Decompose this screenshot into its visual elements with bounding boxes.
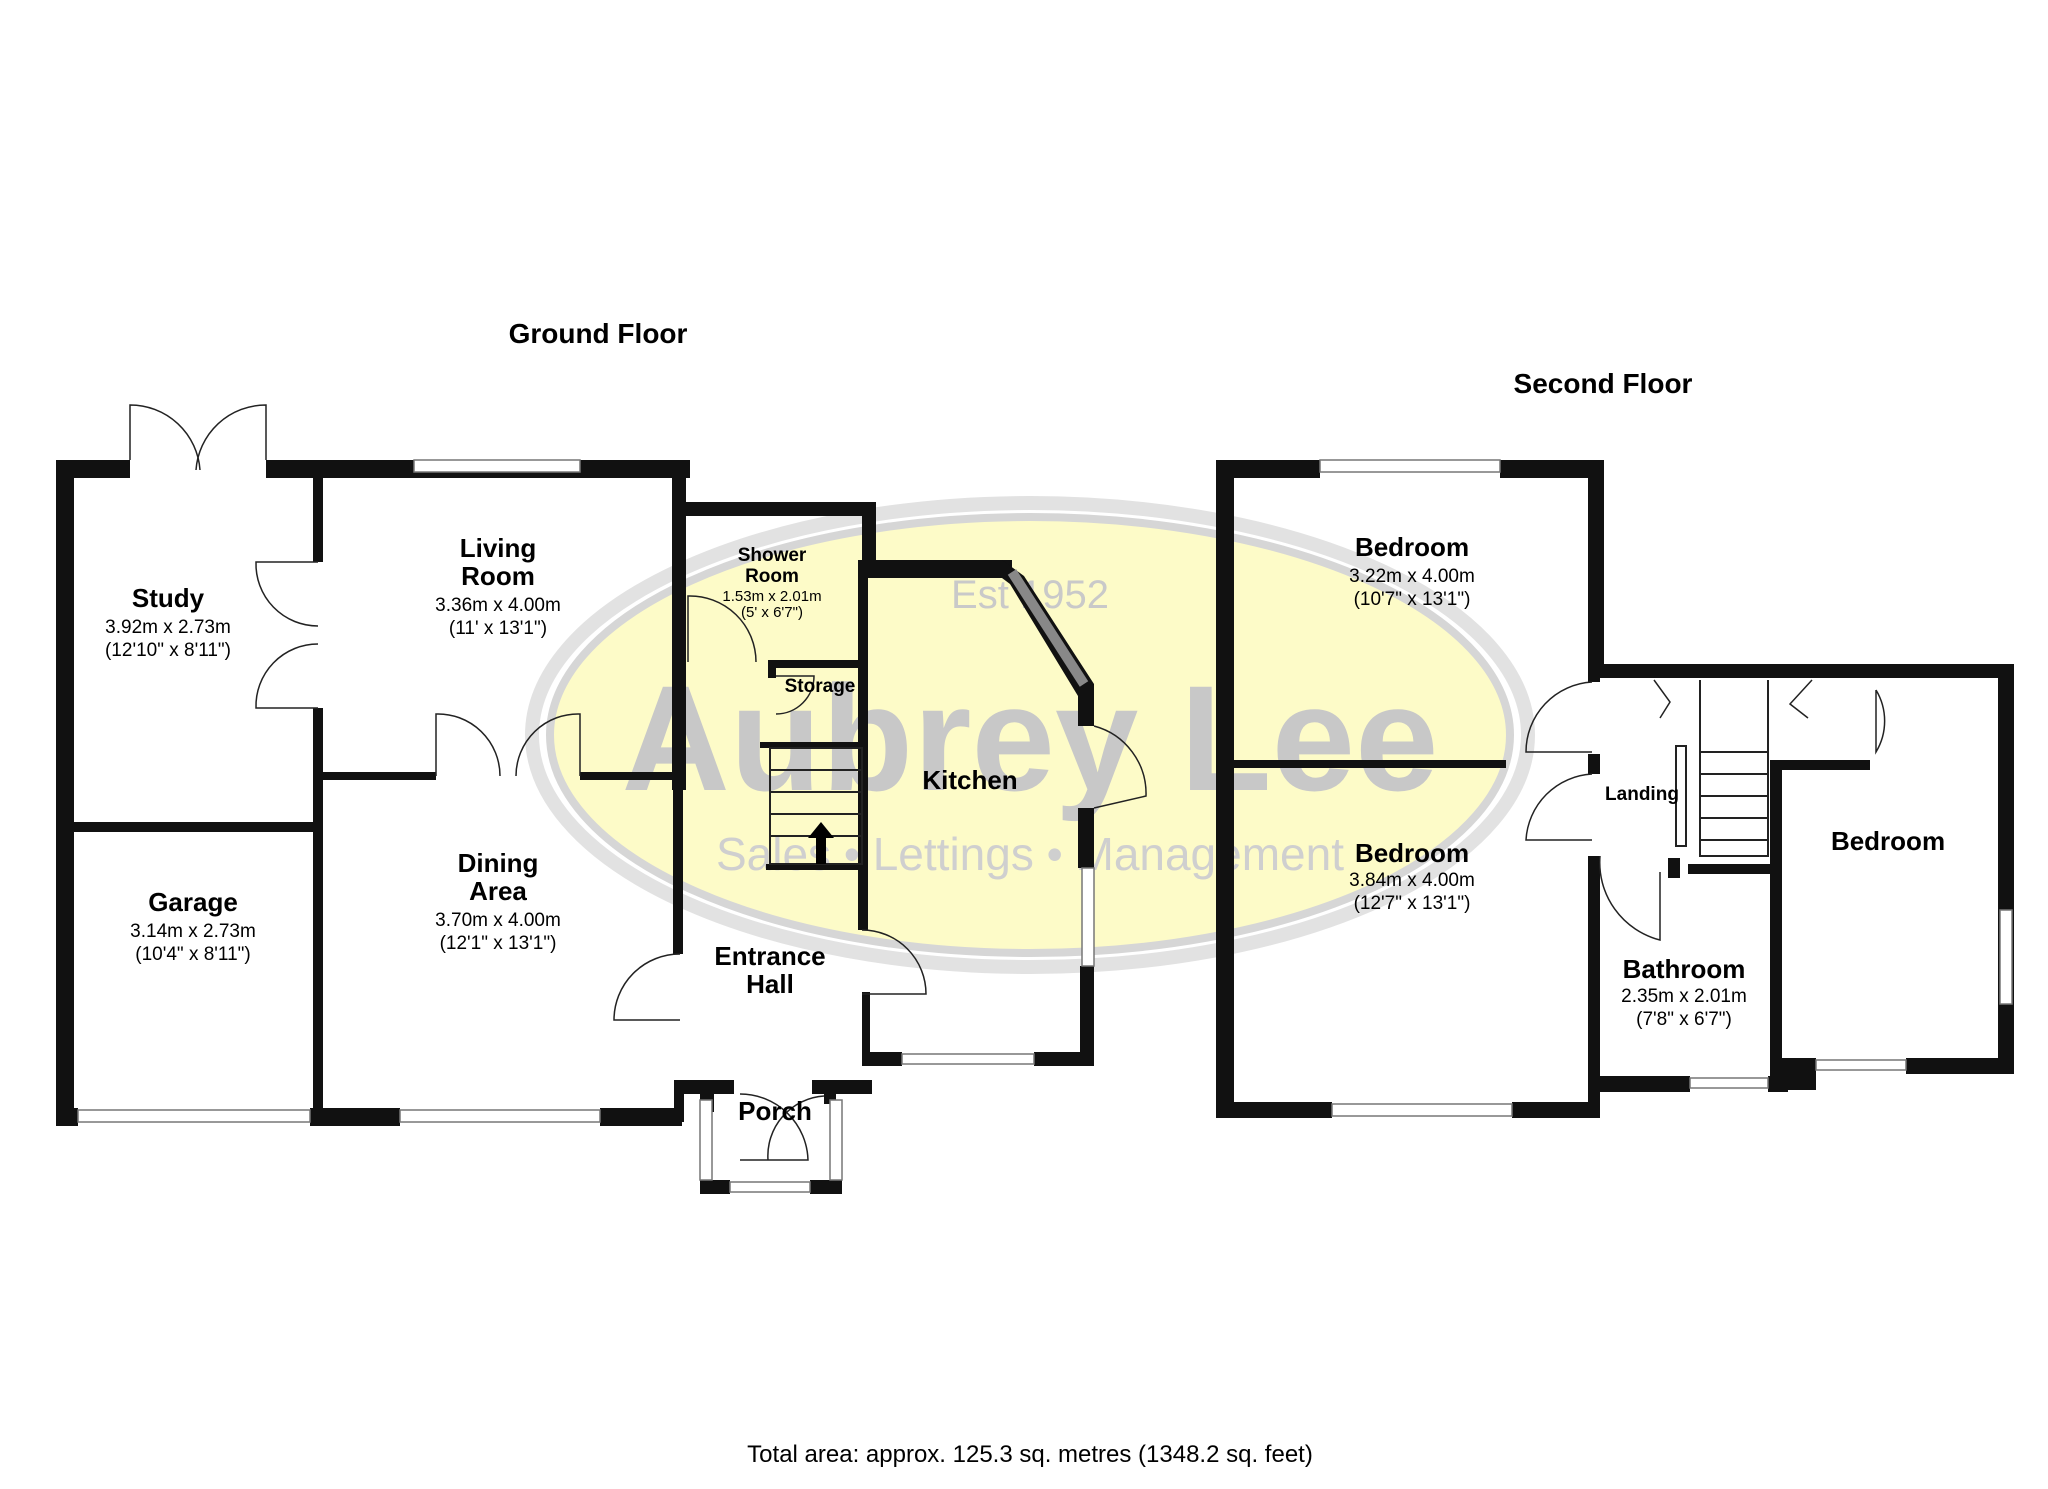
room-storage-name: Storage xyxy=(785,676,856,697)
room-kitchen-name: Kitchen xyxy=(922,765,1017,795)
room-bedroom-1-imperial: (10'7" x 13'1") xyxy=(1354,589,1471,610)
room-garage: Garage 3.14m x 2.73m (10'4" x 8'11") xyxy=(130,887,256,965)
room-dining-area-imperial: (12'1" x 13'1") xyxy=(440,933,557,954)
room-study-imperial: (12'10" x 8'11") xyxy=(105,640,231,661)
room-bedroom-3-name: Bedroom xyxy=(1831,826,1945,856)
room-living-room-name-2: Room xyxy=(461,561,535,591)
room-shower-room-name-1: Shower xyxy=(738,545,807,566)
room-living-room-metric: 3.36m x 4.00m xyxy=(435,595,561,616)
room-entrance-hall-name-1: Entrance xyxy=(714,941,825,971)
ground-floor-stairs xyxy=(769,747,863,865)
room-bedroom-2: Bedroom 3.84m x 4.00m (12'7" x 13'1") xyxy=(1349,838,1475,914)
room-dining-area-name-2: Area xyxy=(469,876,527,906)
room-study-metric: 3.92m x 2.73m xyxy=(105,617,231,638)
total-area: Total area: approx. 125.3 sq. metres (13… xyxy=(747,1441,1313,1468)
room-landing-name: Landing xyxy=(1605,784,1679,805)
room-bedroom-1: Bedroom 3.22m x 4.00m (10'7" x 13'1") xyxy=(1349,532,1475,610)
ground-floor-windows xyxy=(77,459,1095,1193)
room-garage-metric: 3.14m x 2.73m xyxy=(130,921,256,942)
second-floor-windows xyxy=(1319,459,2013,1117)
room-shower-room: Shower Room 1.53m x 2.01m (5' x 6'7") xyxy=(722,545,821,621)
room-shower-room-name-2: Room xyxy=(745,566,799,587)
room-bedroom-2-name: Bedroom xyxy=(1355,838,1469,868)
room-living-room: Living Room 3.36m x 4.00m (11' x 13'1") xyxy=(435,533,561,639)
room-bedroom-1-metric: 3.22m x 4.00m xyxy=(1349,566,1475,587)
room-bathroom: Bathroom 2.35m x 2.01m (7'8" x 6'7") xyxy=(1621,954,1747,1030)
room-bathroom-imperial: (7'8" x 6'7") xyxy=(1636,1009,1732,1030)
room-bathroom-metric: 2.35m x 2.01m xyxy=(1621,986,1747,1007)
ground-floor-title: Ground Floor xyxy=(509,318,688,349)
room-study-name: Study xyxy=(132,583,205,613)
watermark-brand: Aubrey Lee xyxy=(622,654,1439,822)
ground-floor-doors xyxy=(129,404,1147,1161)
room-dining-area-name-1: Dining xyxy=(458,848,539,878)
room-living-room-name-1: Living xyxy=(460,533,537,563)
room-bedroom-2-imperial: (12'7" x 13'1") xyxy=(1354,893,1471,914)
room-porch-name: Porch xyxy=(738,1096,812,1126)
room-study: Study 3.92m x 2.73m (12'10" x 8'11") xyxy=(105,583,231,661)
room-bathroom-name: Bathroom xyxy=(1623,954,1746,984)
second-floor-title: Second Floor xyxy=(1514,368,1693,399)
second-floor-doors xyxy=(1525,679,1886,941)
stairs-arrow-icon xyxy=(808,822,834,864)
room-garage-imperial: (10'4" x 8'11") xyxy=(135,944,250,965)
room-entrance-hall-name-2: Hall xyxy=(746,969,794,999)
room-garage-name: Garage xyxy=(148,887,238,917)
room-dining-area-metric: 3.70m x 4.00m xyxy=(435,910,561,931)
room-bedroom-1-name: Bedroom xyxy=(1355,532,1469,562)
second-floor-stairs xyxy=(1675,680,1769,857)
watermark-logo: Est 1952 Aubrey Lee Sales • Lettings • M… xyxy=(525,496,1535,974)
room-entrance-hall: Entrance Hall xyxy=(714,941,825,999)
room-bedroom-2-metric: 3.84m x 4.00m xyxy=(1349,870,1475,891)
room-living-room-imperial: (11' x 13'1") xyxy=(449,618,547,639)
room-shower-room-imperial: (5' x 6'7") xyxy=(741,604,803,621)
room-shower-room-metric: 1.53m x 2.01m xyxy=(722,588,821,605)
room-dining-area: Dining Area 3.70m x 4.00m (12'1" x 13'1"… xyxy=(435,848,561,954)
